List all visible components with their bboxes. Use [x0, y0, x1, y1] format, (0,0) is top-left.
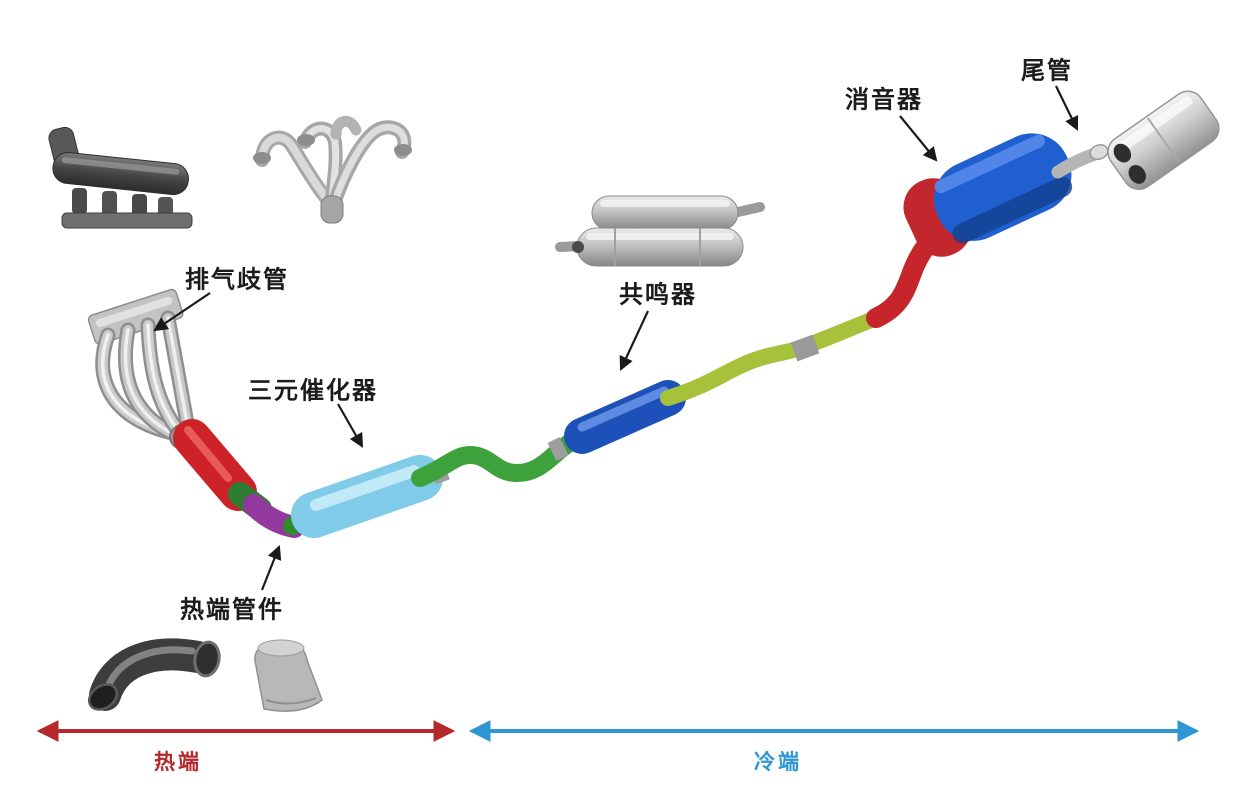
muffler-main-blue — [933, 133, 1072, 241]
catalytic-converter-body — [291, 455, 443, 538]
rear-pipe-yellow-green — [660, 310, 884, 406]
cast-manifold-image — [48, 126, 193, 229]
label-cold-zone: 冷端 — [754, 750, 802, 774]
label-muffler: 消音器 — [845, 85, 923, 114]
resonator-body — [564, 380, 686, 454]
label-tail-pipe: 尾管 — [1021, 56, 1073, 85]
cast-fitting-image — [254, 639, 323, 712]
label-hot-zone: 热端 — [154, 750, 202, 774]
arrow-to-hot-end-parts — [260, 545, 282, 591]
arrow-to-muffler — [899, 115, 938, 162]
resonator-image — [555, 195, 765, 267]
label-exhaust-manifold: 排气歧管 — [185, 265, 289, 294]
label-hot-end-parts: 热端管件 — [180, 595, 284, 624]
label-pointer-arrows — [153, 85, 1079, 591]
arrow-to-resonator — [619, 310, 649, 371]
hot-end-pipe-image — [87, 638, 221, 711]
tail-pipe-image — [1107, 90, 1220, 191]
arrow-to-tail-pipe — [1055, 85, 1079, 131]
label-resonator: 共鸣器 — [619, 280, 697, 309]
label-catalytic-converter: 三元催化器 — [248, 376, 378, 405]
exhaust-pipeline — [173, 133, 1109, 538]
muffler-body — [903, 133, 1073, 257]
tubular-manifold-image — [253, 115, 412, 224]
arrow-to-catalytic-converter — [337, 403, 364, 448]
arrow-to-exhaust-manifold — [153, 292, 211, 332]
